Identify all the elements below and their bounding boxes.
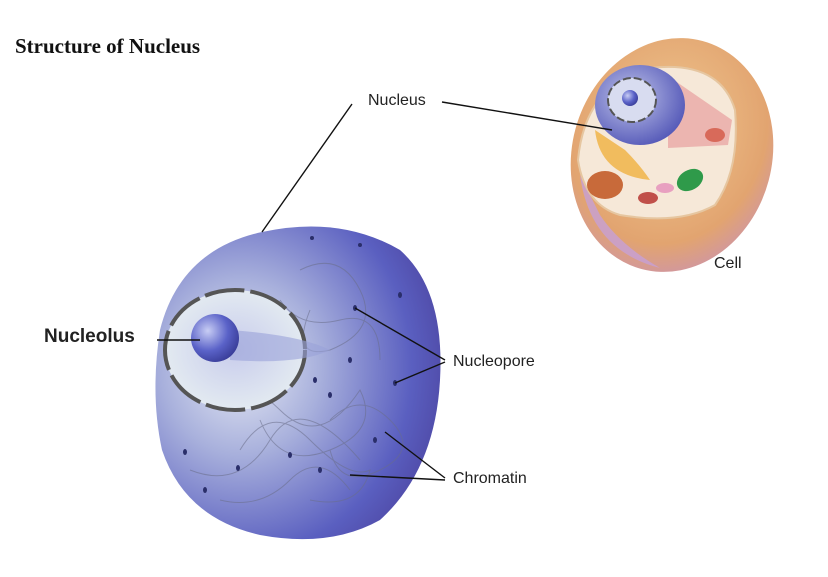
- nucleus-illustration: [155, 226, 441, 540]
- label-nucleolus: Nucleolus: [44, 326, 135, 347]
- label-cell: Cell: [714, 255, 742, 272]
- nucleolus-sphere: [191, 314, 239, 362]
- cell-illustration: [570, 38, 774, 272]
- diagram-title: Structure of Nucleus: [15, 34, 201, 58]
- label-nucleopore: Nucleopore: [453, 353, 535, 370]
- leader-lines: [157, 101, 613, 481]
- label-nucleus: Nucleus: [368, 92, 426, 109]
- label-chromatin: Chromatin: [453, 470, 527, 487]
